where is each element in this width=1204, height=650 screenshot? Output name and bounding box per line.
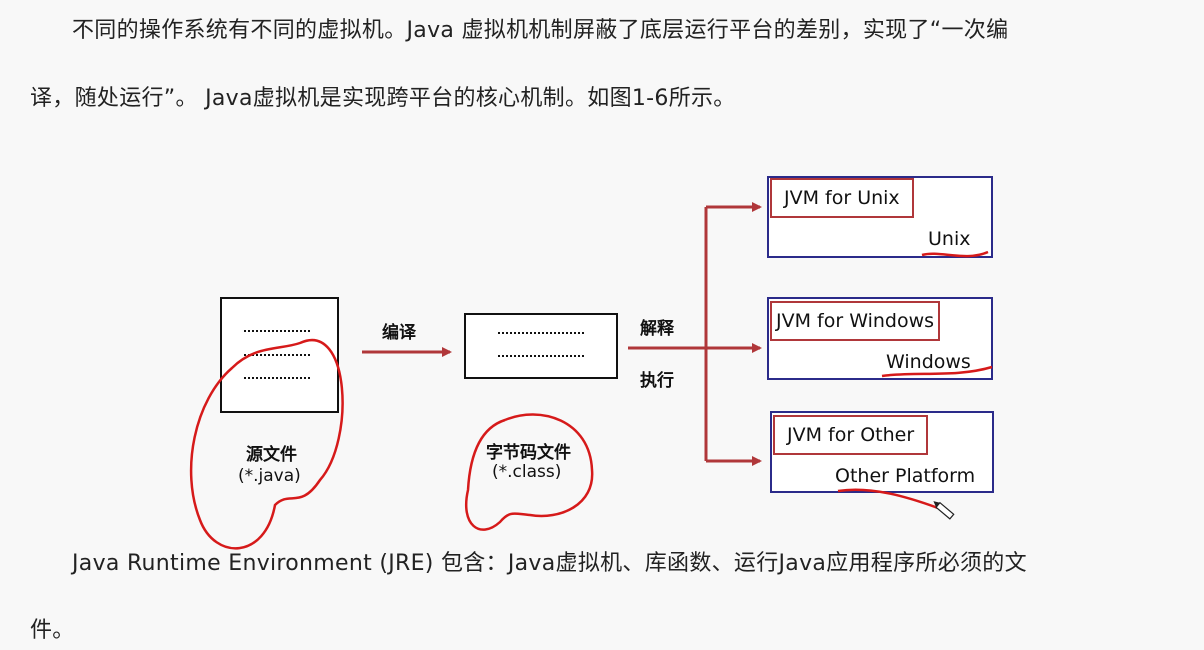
bytecode-file-label: 字节码文件 bbox=[486, 443, 571, 463]
annotation-underline-other bbox=[837, 488, 939, 510]
jvm-windows-label: JVM for Windows bbox=[770, 301, 941, 341]
source-file-box bbox=[220, 297, 339, 413]
paragraph-1-line-2: 译，随处运行”。 Java虚拟机是实现跨平台的核心机制。如图1-6所示。 bbox=[30, 86, 736, 111]
paragraph-1-line-1: 不同的操作系统有不同的虚拟机。Java 虚拟机机制屏蔽了底层运行平台的差别，实现… bbox=[72, 18, 1009, 43]
source-file-label: 源文件 bbox=[246, 445, 297, 465]
jvm-unix-platform: Unix bbox=[928, 228, 971, 250]
paragraph-2-line-2: 件。 bbox=[30, 618, 75, 643]
interpret-label: 解释 bbox=[640, 319, 674, 339]
annotation-circle-source bbox=[189, 339, 344, 550]
annotation-circle-bytecode bbox=[465, 413, 594, 531]
annotation-underline-windows bbox=[881, 365, 993, 378]
jvm-unix-label: JVM for Unix bbox=[770, 178, 914, 218]
source-file-ext: (*.java) bbox=[238, 466, 301, 486]
bytecode-file-ext: (*.class) bbox=[492, 462, 562, 482]
jvm-other-label: JVM for Other bbox=[773, 415, 929, 455]
annotation-underline-unix bbox=[921, 250, 989, 258]
jvm-other-platform: Other Platform bbox=[835, 465, 976, 487]
bytecode-file-box bbox=[464, 313, 618, 379]
paragraph-2-line-1: Java Runtime Environment (JRE) 包含：Java虚拟… bbox=[72, 551, 1027, 576]
pen-cursor-icon bbox=[933, 501, 955, 520]
jvm-windows-platform: Windows bbox=[886, 351, 971, 373]
execute-label: 执行 bbox=[640, 371, 674, 391]
compile-label: 编译 bbox=[382, 323, 416, 343]
